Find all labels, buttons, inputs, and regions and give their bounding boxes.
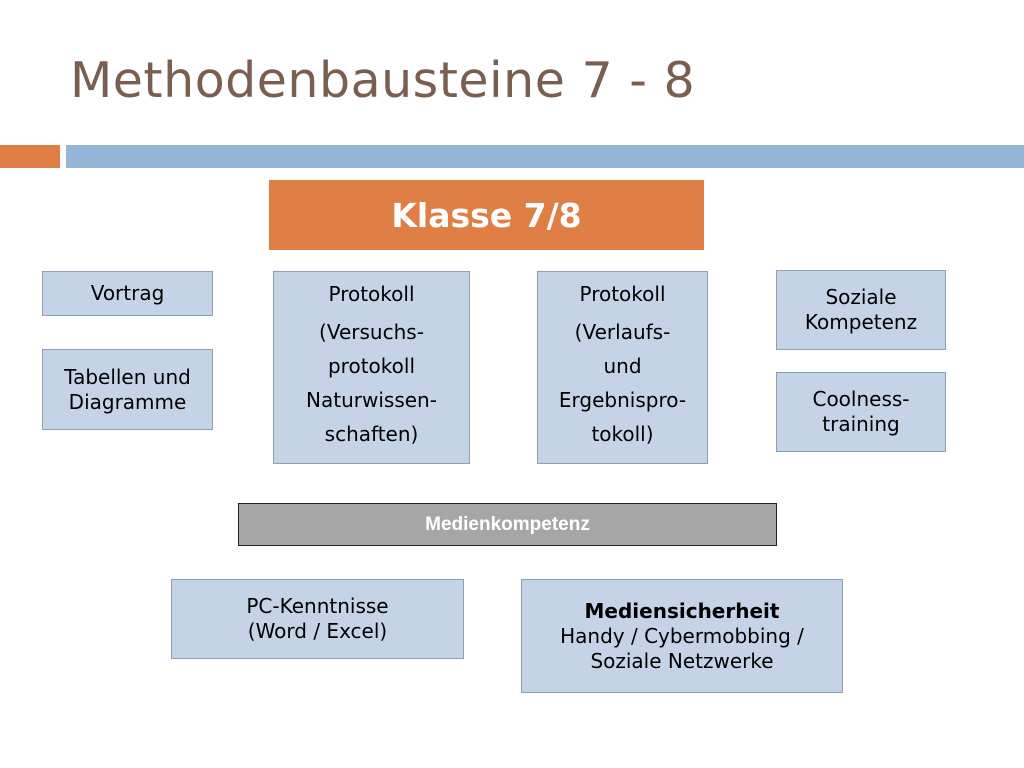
box-protokoll-versuch: Protokoll (Versuchs- protokoll Naturwiss… bbox=[273, 271, 470, 464]
medienkompetenz-bar: Medienkompetenz bbox=[238, 503, 777, 546]
slide-title: Methodenbausteine 7 - 8 bbox=[70, 52, 696, 109]
protokoll-verlauf-line: und bbox=[603, 354, 642, 378]
box-coolness-line1: Coolness- bbox=[812, 387, 910, 411]
box-mediensicherheit-title: Mediensicherheit bbox=[584, 598, 780, 623]
box-vortrag-label: Vortrag bbox=[90, 281, 165, 305]
box-protokoll-versuch-text: (Versuchs- protokoll Naturwissen- schaft… bbox=[306, 315, 437, 451]
box-soziale-line1: Soziale bbox=[825, 285, 897, 309]
box-protokoll-versuch-title: Protokoll bbox=[328, 282, 415, 306]
box-pc-line2: (Word / Excel) bbox=[247, 619, 388, 643]
box-pc-line1: PC-Kenntnisse bbox=[246, 594, 389, 618]
box-protokoll-verlauf: Protokoll (Verlaufs- und Ergebnispro- to… bbox=[537, 271, 708, 464]
protokoll-versuch-line: (Versuchs- bbox=[319, 320, 424, 344]
protokoll-versuch-line: protokoll bbox=[327, 354, 415, 378]
protokoll-versuch-line: Naturwissen- bbox=[306, 388, 437, 412]
protokoll-verlauf-line: Ergebnispro- bbox=[558, 388, 687, 412]
box-protokoll-verlauf-text: (Verlaufs- und Ergebnispro- tokoll) bbox=[559, 315, 686, 451]
protokoll-verlauf-line: tokoll) bbox=[591, 422, 654, 446]
box-vortrag: Vortrag bbox=[42, 271, 213, 316]
klasse-header: Klasse 7/8 bbox=[269, 180, 704, 250]
accent-bar-orange bbox=[0, 145, 60, 168]
box-soziale-kompetenz: Soziale Kompetenz bbox=[776, 270, 946, 350]
box-tabellen: Tabellen und Diagramme bbox=[42, 349, 213, 430]
protokoll-versuch-line: schaften) bbox=[324, 422, 419, 446]
box-tabellen-line2: Diagramme bbox=[68, 389, 187, 414]
box-protokoll-verlauf-title: Protokoll bbox=[579, 282, 666, 306]
protokoll-verlauf-line: (Verlaufs- bbox=[574, 320, 671, 344]
accent-bar-blue bbox=[66, 145, 1024, 168]
box-mediensicherheit-line2: Soziale Netzwerke bbox=[590, 648, 774, 673]
box-mediensicherheit: Mediensicherheit Handy / Cybermobbing / … bbox=[521, 579, 843, 693]
box-coolness-line2: training bbox=[822, 412, 900, 436]
box-tabellen-line1: Tabellen und bbox=[64, 364, 191, 389]
box-pc-kenntnisse: PC-Kenntnisse (Word / Excel) bbox=[171, 579, 464, 659]
box-mediensicherheit-line1: Handy / Cybermobbing / bbox=[560, 623, 804, 648]
box-soziale-line2: Kompetenz bbox=[804, 310, 918, 334]
box-coolness-training: Coolness- training bbox=[776, 372, 946, 452]
